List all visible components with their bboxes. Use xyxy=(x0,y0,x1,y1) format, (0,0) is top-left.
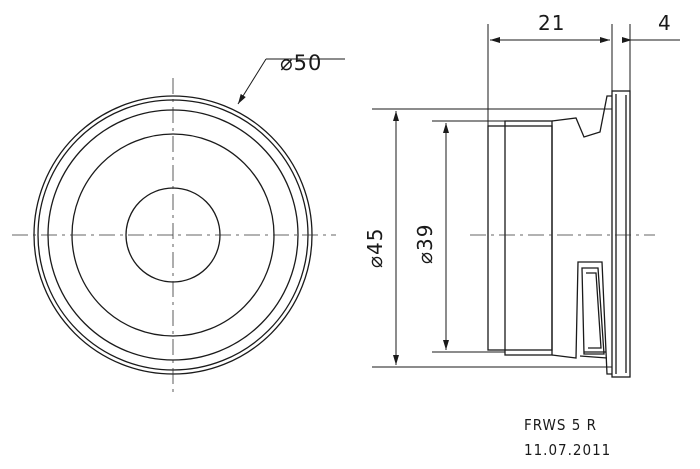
side-view xyxy=(487,90,631,378)
basket-upper xyxy=(551,95,612,138)
flange-diameter-label: ⌀45 xyxy=(363,228,387,269)
flange-thickness-label: 4 xyxy=(658,11,672,35)
basket-lower xyxy=(551,261,612,375)
outer-diameter-label: ⌀50 xyxy=(280,51,322,75)
flange-diameter-dimension xyxy=(372,108,612,368)
magnet-body xyxy=(487,125,553,351)
model-label: FRWS 5 R xyxy=(524,416,597,434)
front-plate xyxy=(504,120,553,356)
date-label: 11.07.2011 xyxy=(524,441,611,459)
magnet-diameter-dimension xyxy=(432,120,505,353)
front-centerlines xyxy=(12,78,336,392)
outer-diameter-leader xyxy=(237,58,345,105)
flange xyxy=(611,90,631,378)
depth-label: 21 xyxy=(538,11,565,35)
depth-dimension xyxy=(487,24,680,128)
basket-window xyxy=(581,267,605,355)
magnet-diameter-label: ⌀39 xyxy=(413,224,437,265)
